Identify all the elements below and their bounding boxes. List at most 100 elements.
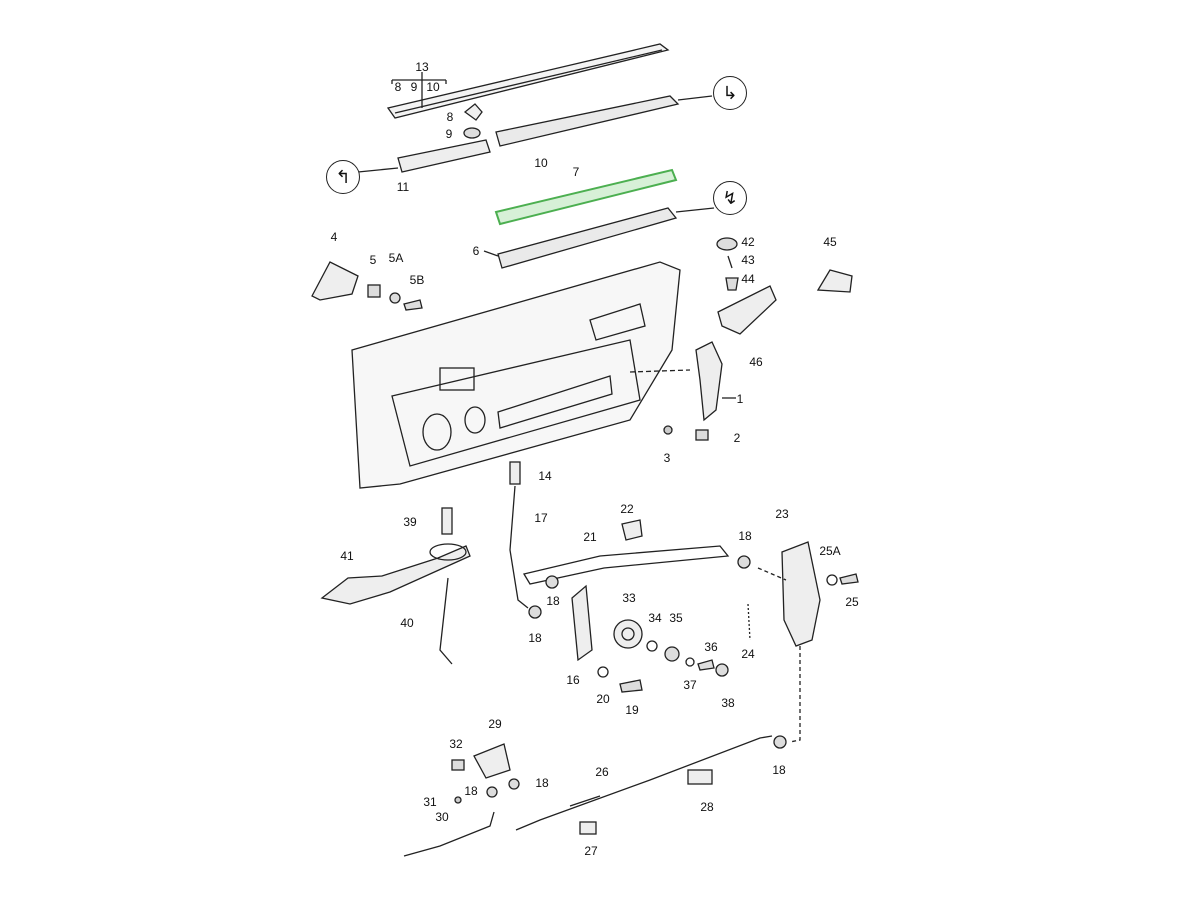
part-label: 44	[741, 272, 755, 286]
part-screw-3	[663, 425, 673, 435]
callout-bracket	[391, 72, 447, 108]
part-lever-16	[571, 584, 593, 662]
part-screw-5b	[403, 299, 423, 311]
part-label: 6	[472, 244, 480, 258]
part-label: 35	[669, 611, 683, 625]
part-label: 2	[733, 431, 741, 445]
part-washer-37	[685, 657, 695, 667]
part-label: 18	[464, 784, 478, 798]
part-label: 16	[566, 673, 580, 687]
part-rod-17	[509, 485, 529, 609]
part-lever-41	[320, 545, 471, 605]
part-seal-10	[495, 95, 680, 147]
part-nut-32	[451, 759, 465, 771]
part-seal-7-highlighted	[494, 168, 678, 226]
part-label: 5B	[409, 273, 425, 287]
part-nut-2	[695, 429, 709, 441]
part-label: 1	[736, 392, 744, 406]
part-label: 9	[445, 127, 453, 141]
part-label: 39	[403, 515, 417, 529]
part-cap-38	[715, 663, 729, 677]
tool-symbol-icon: ↳	[713, 76, 747, 110]
part-label: 31	[423, 795, 437, 809]
part-label: 24	[741, 647, 755, 661]
part-label: 18	[738, 529, 752, 543]
part-screw-19	[619, 679, 643, 693]
part-label: 20	[596, 692, 610, 706]
part-label: 38	[721, 696, 735, 710]
part-label: 37	[683, 678, 697, 692]
part-label: 19	[625, 703, 639, 717]
part-label: 21	[583, 530, 597, 544]
part-label: 17	[534, 511, 548, 525]
part-label: 9	[410, 80, 418, 94]
part-label: 18	[546, 594, 560, 608]
part-nut-18	[737, 555, 751, 569]
part-label: 13	[415, 60, 429, 74]
tool-symbol-icon: ↯	[713, 181, 747, 215]
part-knob-39	[441, 507, 453, 535]
part-label: 26	[595, 765, 609, 779]
part-bush-35	[664, 646, 680, 662]
part-plug-42	[716, 237, 738, 251]
part-seal-6	[497, 207, 678, 269]
part-label: 18	[535, 776, 549, 790]
part-washer-34	[646, 640, 658, 652]
part-bracket-29	[473, 743, 511, 779]
part-lock-23	[781, 541, 821, 647]
part-spring-24	[747, 603, 751, 641]
part-washer	[463, 127, 481, 139]
part-washer-20	[597, 666, 609, 678]
part-label: 36	[704, 640, 718, 654]
part-label: 40	[400, 616, 414, 630]
part-label: 7	[572, 165, 580, 179]
part-clip	[463, 103, 483, 121]
part-label: 34	[648, 611, 662, 625]
part-label: 18	[772, 763, 786, 777]
part-rod-21	[522, 545, 730, 585]
part-label: 14	[538, 469, 552, 483]
part-nut-18b	[486, 786, 498, 798]
part-label: 27	[584, 844, 598, 858]
part-cable-26	[515, 735, 773, 831]
part-screw-36	[697, 659, 715, 671]
part-rod-30	[403, 811, 495, 857]
part-label: 10	[426, 80, 440, 94]
part-label: 41	[340, 549, 354, 563]
part-bolt-25	[839, 573, 859, 585]
part-label: 8	[446, 110, 454, 124]
tool-symbol-icon: ↰	[326, 160, 360, 194]
part-label: 23	[775, 507, 789, 521]
part-label: 25A	[819, 544, 841, 558]
part-label: 25	[845, 595, 859, 609]
part-clip-28	[687, 769, 713, 785]
part-label: 29	[488, 717, 502, 731]
part-nut-44	[725, 277, 739, 291]
part-label: 43	[741, 253, 755, 267]
part-bracket-1	[695, 341, 723, 422]
part-label: 3	[663, 451, 671, 465]
part-pin-43	[727, 255, 733, 269]
part-label: 4	[330, 230, 338, 244]
part-trim-11	[397, 139, 491, 173]
part-label: 28	[700, 800, 714, 814]
part-screw-31	[454, 796, 462, 804]
part-clip-27	[579, 821, 597, 835]
part-clip-22	[621, 519, 643, 541]
part-label: 32	[449, 737, 463, 751]
part-label: 10	[534, 156, 548, 170]
part-door-panel	[351, 261, 681, 489]
part-label: 46	[749, 355, 763, 369]
part-label: 45	[823, 235, 837, 249]
part-disc-33	[613, 619, 643, 649]
part-label: 18	[528, 631, 542, 645]
part-cover-45	[816, 269, 853, 293]
part-knob-14	[509, 461, 521, 485]
part-rod-40	[439, 577, 453, 665]
part-label: 5A	[388, 251, 404, 265]
part-label: 22	[620, 502, 634, 516]
part-rail-46	[717, 285, 777, 335]
part-nut-5a	[389, 292, 401, 304]
